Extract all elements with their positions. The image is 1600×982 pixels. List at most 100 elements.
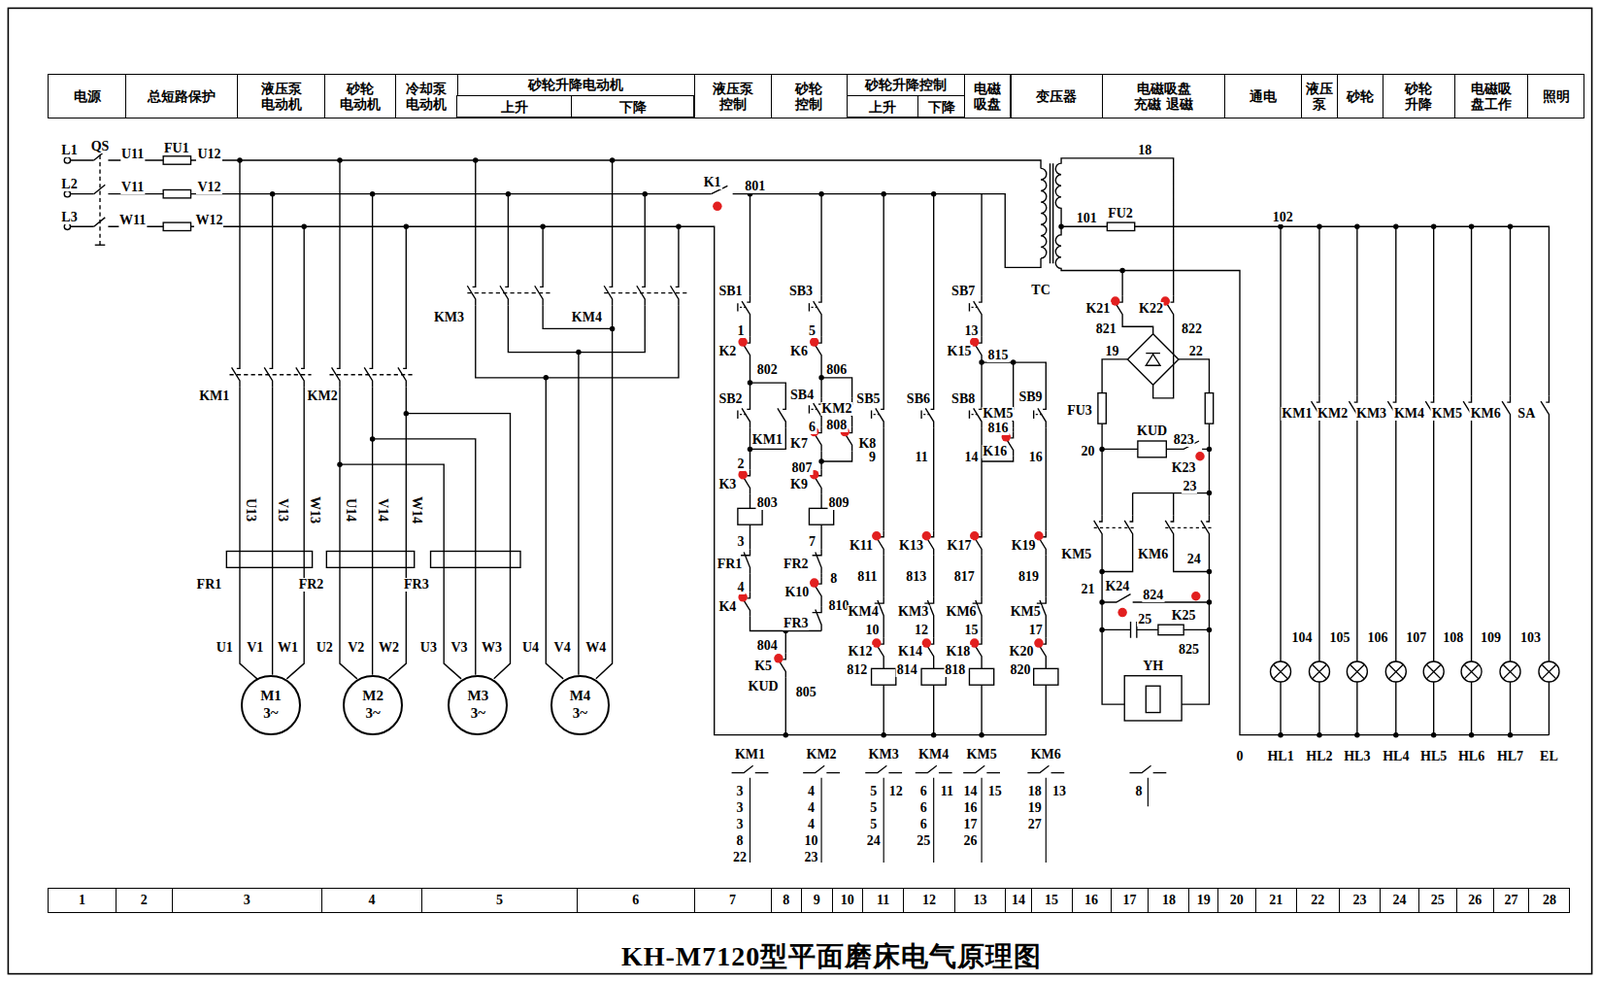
wire-label: 819 <box>1017 569 1040 584</box>
header-text: 充磁 退磁 <box>1133 96 1194 112</box>
wire-label: 8 <box>829 571 838 586</box>
main-circuit-path <box>239 160 304 363</box>
indicator-lamps-path <box>1279 226 1281 734</box>
column-number: 7 <box>729 892 736 908</box>
wire-label: KM1 <box>751 433 784 447</box>
wire-label: 102 <box>1271 210 1295 225</box>
column-number: 27 <box>1504 892 1519 908</box>
contact-table <box>732 765 1167 863</box>
header-text: 总短路保护 <box>147 88 216 104</box>
wire-label: U1 <box>215 640 234 655</box>
column-number-cell: 26 <box>1456 887 1495 912</box>
wire-label: 103 <box>1519 631 1542 645</box>
power-wiring-path <box>1040 167 1047 258</box>
column-number: 3 <box>243 892 251 908</box>
wire-label: FU2 <box>1106 206 1134 221</box>
wire-label: KM6 <box>1469 406 1502 421</box>
column-number: 9 <box>813 892 821 908</box>
column-number-cell: 12 <box>902 887 956 912</box>
column-number-cell: 27 <box>1493 887 1531 912</box>
chuck-circuit-path <box>1122 320 1154 334</box>
column-number: 15 <box>1044 892 1059 908</box>
wire-label: FR1 <box>196 577 224 592</box>
header-text: 变压器 <box>1035 88 1077 104</box>
column-number: 12 <box>922 892 936 908</box>
column-number-cell: 23 <box>1338 887 1381 912</box>
wire-label: K13 <box>898 538 925 553</box>
wire-label: K5 <box>753 659 773 673</box>
power-wiring-path <box>1061 226 1107 228</box>
column-number-cell: 6 <box>576 887 696 912</box>
motor-circle: M1 3~ <box>240 674 301 735</box>
column-number: 5 <box>496 892 503 908</box>
junction-dots-circle <box>1010 359 1016 365</box>
main-circuit-path <box>339 160 406 363</box>
wire-label: HL5 <box>1419 749 1448 764</box>
junction-dots-circle <box>269 191 275 197</box>
wire-label: KM4 <box>570 310 603 325</box>
junction-dots-circle <box>1206 568 1212 574</box>
power-wiring-path <box>1055 158 1549 735</box>
wire-label: 5 <box>807 324 817 338</box>
power-wiring-path <box>1134 226 1550 396</box>
wire-label: K22 <box>1137 301 1165 316</box>
junction-dots-circle <box>1099 446 1104 452</box>
header-cell: 砂轮 升降 <box>1382 73 1456 119</box>
wire-label: KM1 <box>1280 406 1313 421</box>
wire-label: V4 <box>553 640 572 655</box>
wire-label: 3 <box>736 534 746 549</box>
power-wiring-path <box>191 160 1041 168</box>
wire-label: V12 <box>196 180 222 195</box>
contact-table-path <box>732 765 769 863</box>
wire-label: KM5 <box>1009 604 1042 619</box>
junction-dots-circle <box>931 191 936 197</box>
main-circuit-path <box>239 386 304 679</box>
wire-label: 15 <box>964 623 980 637</box>
column-number: 19 <box>1197 892 1211 908</box>
wire-label: K12 <box>847 644 874 659</box>
header-text: 下降 <box>928 99 956 115</box>
wire-label: KM2 <box>805 747 838 762</box>
header-cell: 砂轮升降电动机上升下降 <box>457 73 696 119</box>
header-text: 砂轮 升降 <box>1404 80 1433 112</box>
control-circuit-use <box>812 548 822 573</box>
wire-label: 107 <box>1404 631 1428 645</box>
wire-label: 0 <box>1234 749 1244 764</box>
control-circuit-rect <box>921 667 946 685</box>
chuck-circuit-path <box>1127 333 1179 386</box>
power-wiring-path <box>1050 163 1054 264</box>
chuck-circuit-rect <box>1124 675 1182 721</box>
header-text: 上升 <box>500 99 529 115</box>
wire-label: 12 <box>913 623 930 637</box>
wire-label: 5 <box>868 784 878 799</box>
junction-dots-circle <box>783 732 789 737</box>
wire-label: W12 <box>194 213 224 228</box>
junction-dots-circle <box>1206 446 1212 452</box>
wire-label: U4 <box>521 640 540 655</box>
wire-label: 808 <box>825 418 848 433</box>
fault-marker-dots-circle <box>773 653 783 663</box>
wire-label: 24 <box>866 833 882 848</box>
header-text: 液压泵 电动机 <box>261 80 302 112</box>
wire-label: V13 <box>275 497 290 523</box>
header-cell: 上升 <box>846 95 920 118</box>
column-number-cell: 13 <box>954 887 1007 912</box>
column-number-cell: 3 <box>171 887 324 912</box>
column-number: 20 <box>1230 892 1244 908</box>
wire-label: U3 <box>419 640 438 655</box>
column-number: 28 <box>1542 892 1557 908</box>
header-cell: 电磁吸盘充磁 退磁 <box>1101 73 1226 119</box>
wire-label: K20 <box>1008 644 1035 659</box>
wire-label: U12 <box>196 147 222 162</box>
chuck-circuit-path <box>1101 621 1209 638</box>
control-circuit-path <box>981 194 1046 735</box>
junction-dots-circle <box>642 191 648 197</box>
wire-label: K21 <box>1084 301 1111 316</box>
power-wiring <box>64 151 1549 735</box>
junction-dots-circle <box>336 157 342 163</box>
wire-label: 14 <box>964 450 980 465</box>
chuck-circuit-path <box>1101 359 1209 394</box>
column-number-cell: 7 <box>694 887 772 912</box>
wire-label: 806 <box>825 363 848 377</box>
indicator-lamps-use <box>1270 661 1292 682</box>
